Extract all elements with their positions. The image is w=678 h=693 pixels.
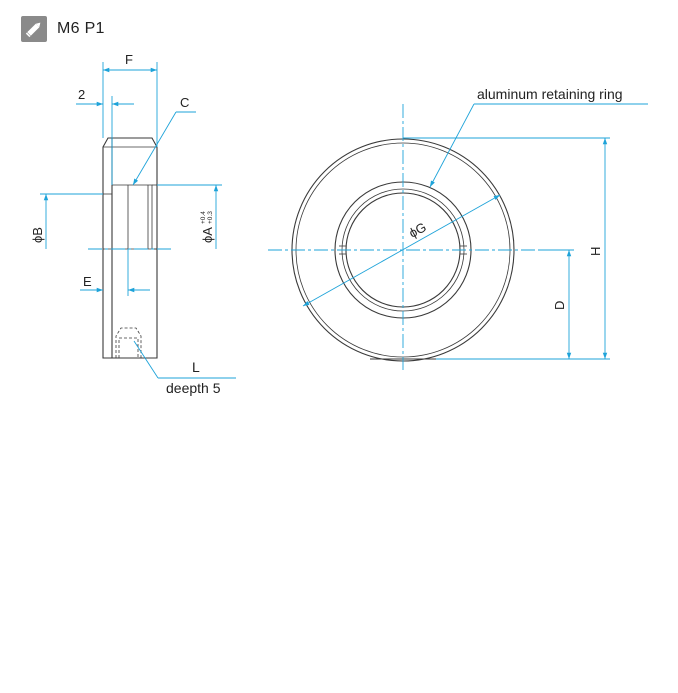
page-title: M6 P1 (57, 20, 105, 37)
label-L: L (192, 359, 200, 375)
label-H: H (588, 247, 603, 256)
label-depth: deepth 5 (166, 380, 221, 396)
tapped-hole (115, 327, 142, 358)
label-F: F (125, 52, 133, 67)
front-view (268, 104, 540, 370)
label-C: C (180, 95, 189, 110)
side-view-outline (102, 137, 158, 359)
pencil-edit-icon (21, 16, 47, 42)
label-phiB: ϕB (30, 227, 45, 243)
label-E: E (83, 274, 92, 289)
label-ring: aluminum retaining ring (477, 86, 623, 102)
label-tol-upper: +0.4 (200, 211, 207, 224)
label-phiA: ϕA (200, 227, 215, 243)
side-view (88, 137, 172, 359)
header: M6 P1 (21, 16, 105, 42)
label-2: 2 (78, 87, 85, 102)
front-dimensions: ϕG aluminum retaining ring H D (302, 86, 648, 360)
side-dimensions: F 2 C ϕB ϕA +0.4 +0.3 E L deepth 5 (30, 52, 236, 396)
label-phiG: ϕG (406, 219, 428, 240)
label-D: D (552, 301, 567, 310)
label-tol-lower: +0.3 (207, 211, 214, 224)
